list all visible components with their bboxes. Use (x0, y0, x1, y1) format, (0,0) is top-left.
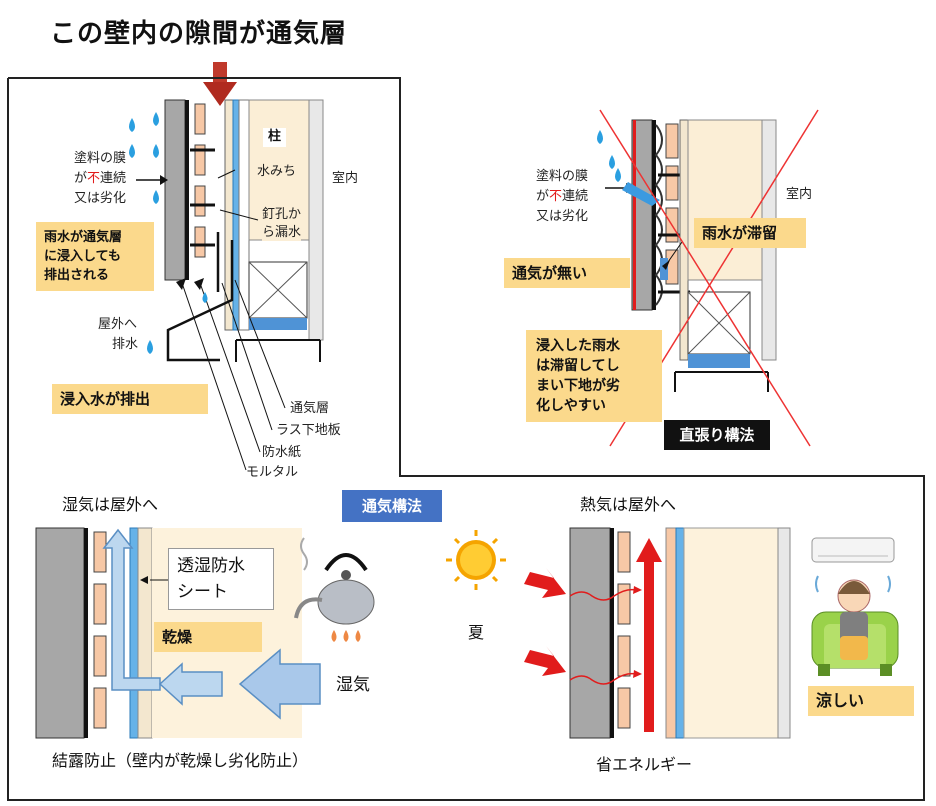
note-water-exit: 浸入水が排出 (52, 384, 208, 414)
drop-label-renzoku: 連続 (100, 171, 127, 186)
right-drop-renzoku: 連続 (562, 189, 589, 204)
indoor-label-left: 室内 (332, 171, 359, 186)
note-drain: 雨水が通気層 に浸入しても 排出される (36, 222, 154, 291)
drop-label-fu: 不 (87, 171, 101, 186)
note-degrade-l4: 化しやすい (536, 398, 606, 414)
right-drop-fu: 不 (549, 189, 563, 204)
note-drain-l1: 雨水が通気層 (44, 230, 123, 245)
nail-leak-label-1: 釘孔か (262, 207, 302, 223)
right-drop-ga: が (536, 189, 550, 204)
page-title: この壁内の隙間が通気層 (50, 19, 348, 49)
sheet-label-box: 透湿防水 シート (168, 548, 274, 610)
humidity-label: 湿気 (336, 675, 370, 695)
layer-label-lath: ラス下地板 (276, 423, 341, 438)
layer-label-mortar: モルタル (246, 465, 299, 480)
heat-wall-diagram (446, 527, 899, 739)
note-degrade-l1: 浸入した雨水 (536, 338, 620, 354)
note-no-vent: 通気が無い (504, 258, 630, 288)
note-degrade: 浸入した雨水 は滞留してし まい下地が劣 化しやすい (526, 330, 662, 422)
outdoor-drain-l2: 排水 (112, 337, 139, 352)
note-drain-l2: に浸入しても (44, 249, 121, 264)
right-drop-label-line3: 又は劣化 (536, 209, 589, 224)
drop-label-line2: が不連続 (74, 171, 127, 187)
energy-saving-label: 省エネルギー (596, 755, 693, 774)
summer-label: 夏 (468, 623, 485, 642)
drop-label-ga: が (74, 171, 88, 186)
sheet-label-l1: 透湿防水 (177, 556, 245, 576)
water-path-label: 水みち (254, 164, 300, 181)
vent-method-badge: 通気構法 (342, 490, 442, 522)
note-drain-l3: 排出される (44, 268, 110, 283)
pillar-label: 柱 (263, 128, 287, 147)
drop-label-line1: 塗料の膜 (74, 151, 127, 166)
note-degrade-l2: は滞留してし (536, 358, 620, 374)
indoor-label-right: 室内 (786, 187, 813, 202)
note-dry: 乾燥 (154, 622, 262, 652)
layer-label-paper: 防水紙 (262, 445, 302, 460)
heat-out-label: 熱気は屋外へ (580, 495, 677, 514)
note-degrade-l3: まい下地が劣 (536, 378, 620, 394)
dew-prevention-label: 結露防止（壁内が乾燥し劣化防止） (52, 751, 309, 770)
humid-out-label: 湿気は屋外へ (62, 495, 159, 514)
note-cool: 涼しい (808, 686, 914, 716)
note-water-stay: 雨水が滞留 (694, 218, 806, 248)
right-drop-label-line1: 塗料の膜 (536, 169, 589, 184)
layer-label-vent: 通気層 (290, 401, 330, 416)
method-label: 直張り構法 (664, 420, 770, 450)
drop-label-line3: 又は劣化 (74, 191, 127, 206)
sheet-label-l2: シート (177, 582, 228, 602)
right-drop-label-line2: が不連続 (536, 189, 589, 205)
outdoor-drain-l1: 屋外へ (98, 317, 138, 332)
nail-leak-label-2: ら漏水 (262, 225, 302, 241)
